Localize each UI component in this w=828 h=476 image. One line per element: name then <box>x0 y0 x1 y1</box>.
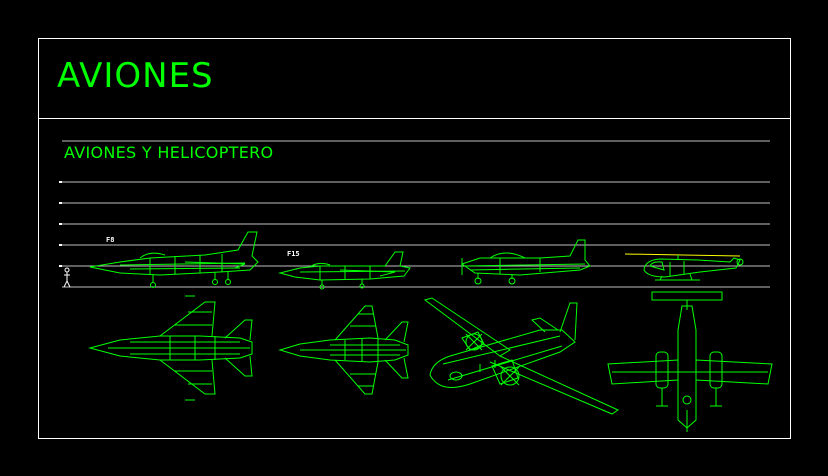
reference-lines <box>62 140 770 288</box>
trainer-side-view <box>460 239 591 285</box>
human-scale-figure <box>63 267 71 288</box>
f15-side-view <box>278 251 411 290</box>
twin-prop-front-view <box>607 291 773 432</box>
turboprop-perspective-view <box>423 297 620 415</box>
scale-ticks <box>59 181 62 267</box>
f16-top-view <box>88 295 253 401</box>
sheet-frame <box>38 38 791 439</box>
f15-top-view <box>278 305 409 395</box>
f16-tag: F8 <box>106 236 115 244</box>
f16-side-view <box>89 231 259 288</box>
sheet-title: AVIONES <box>57 56 214 96</box>
sheet-subtitle: AVIONES Y HELICOPTERO <box>64 143 274 162</box>
f15-tag: F15 <box>287 250 300 258</box>
helicopter-side-view <box>624 253 744 281</box>
